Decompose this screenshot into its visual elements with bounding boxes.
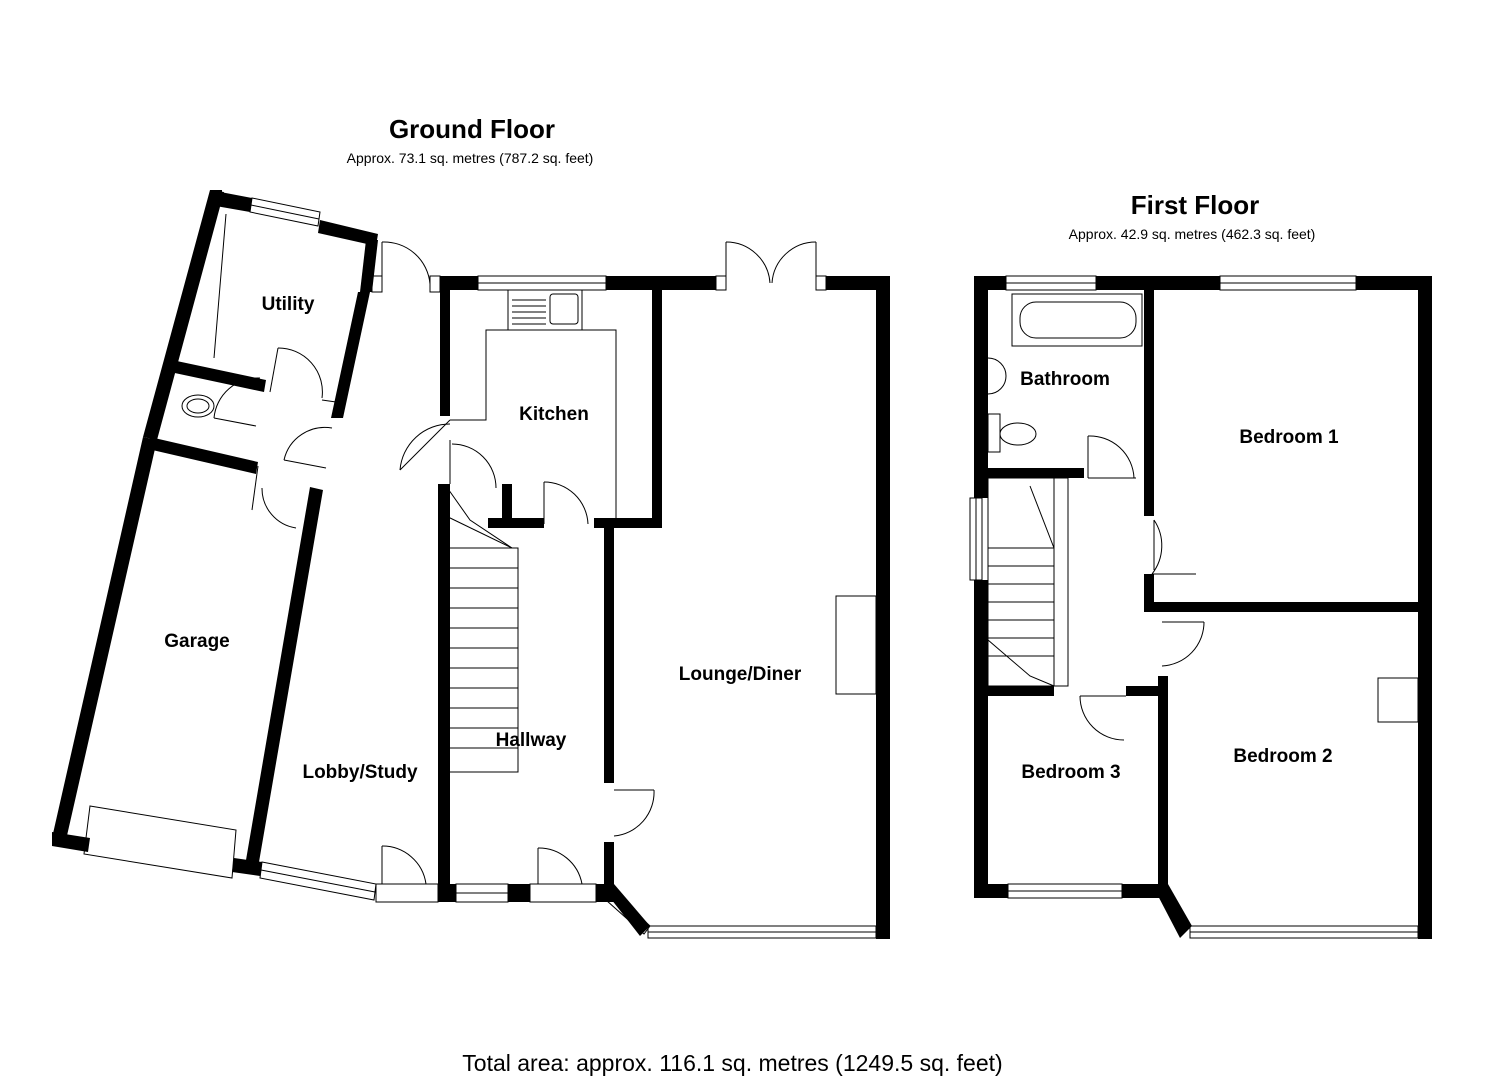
first-floor-plan (969, 275, 1432, 939)
room-label-lounge-diner: Lounge/Diner (678, 664, 802, 685)
ground-floor-walls (52, 190, 890, 939)
room-label-bedroom-3: Bedroom 3 (1021, 762, 1121, 783)
ground-floor-plan (52, 190, 890, 939)
room-label-kitchen: Kitchen (519, 404, 589, 425)
room-label-bathroom: Bathroom (1020, 369, 1110, 390)
room-label-hallway: Hallway (495, 730, 567, 751)
room-label-bedroom-1: Bedroom 1 (1239, 427, 1339, 448)
ground-floor-area: Approx. 73.1 sq. metres (787.2 sq. feet) (346, 150, 594, 166)
total-area: Total area: approx. 116.1 sq. metres (12… (462, 1050, 1003, 1076)
room-label-bedroom-2: Bedroom 2 (1233, 746, 1333, 767)
room-label-utility: Utility (261, 294, 315, 315)
ground-floor-fixtures (83, 197, 877, 939)
first-floor-fixtures (969, 275, 1419, 939)
first-floor-title: First Floor (1130, 190, 1260, 220)
first-floor-walls (974, 276, 1432, 939)
room-label-lobby-study: Lobby/Study (302, 762, 418, 783)
first-floor-area: Approx. 42.9 sq. metres (462.3 sq. feet) (1068, 226, 1316, 242)
room-label-garage: Garage (164, 631, 230, 652)
ground-floor-title: Ground Floor (388, 114, 556, 144)
